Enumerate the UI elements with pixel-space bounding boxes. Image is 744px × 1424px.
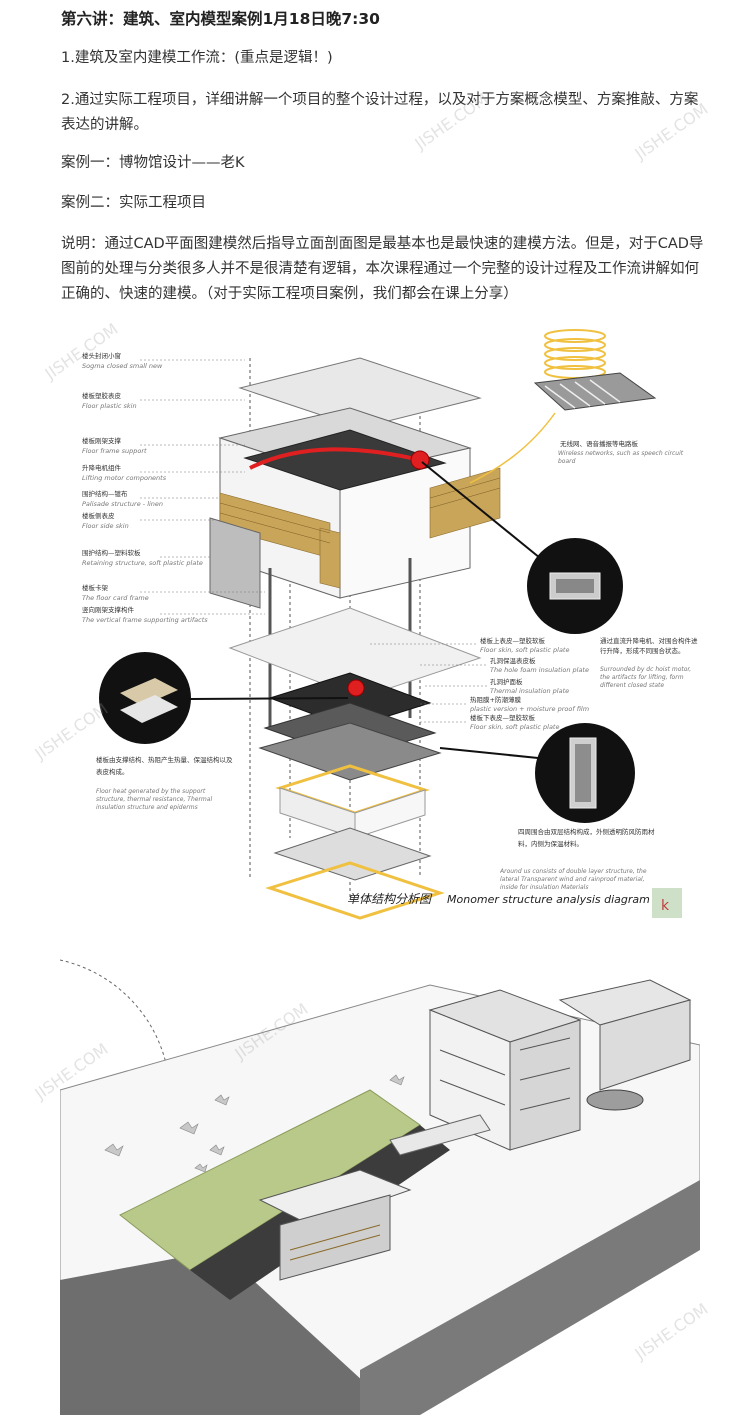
label-left-4: 升降电机组件: [82, 463, 122, 472]
museum-axonometric-rendering: [60, 950, 700, 1415]
label-left-5: 围护结构—镀布: [82, 489, 128, 498]
label-right-1-en: Floor skin, soft plastic plate: [480, 646, 569, 654]
label-left-7-en: Retaining structure, soft plastic plate: [82, 559, 203, 567]
callout-double-layer-en: Around us consists of double layer struc…: [500, 868, 647, 891]
diagram-caption-en: Monomer structure analysis diagram: [447, 893, 650, 906]
label-left-4-en: Lifting motor components: [82, 474, 167, 482]
label-left-3: 楼板刚架支撑: [82, 436, 122, 445]
label-right-2-en: The hole foam insulation plate: [490, 666, 589, 674]
label-left-7: 围护结构—塑料软板: [82, 548, 141, 557]
label-right-3-en: Thermal insulation plate: [490, 687, 569, 695]
label-left-1-en: Sogma closed small new: [82, 362, 163, 370]
label-left-8: 楼板卡架: [82, 583, 109, 592]
paragraph-case-one: 案例一：博物馆设计——老K: [61, 155, 245, 171]
callout-double-layer: 四周围合由双层结构构成，外侧透明防风防雨材料，内侧为保温材料。: [518, 828, 655, 848]
label-right-5-en: Floor skin, soft plastic plate: [470, 723, 559, 731]
label-left-6: 楼板侧表皮: [82, 511, 115, 520]
paragraph-project: 2.通过实际工程项目，详细讲解一个项目的整个设计过程，以及对于方案概念模型、方案…: [61, 92, 699, 133]
label-left-5-en: Palisade structure - linen: [82, 500, 163, 508]
label-left-9-en: The vertical frame supporting artifacts: [82, 616, 208, 624]
label-right-4: 热阻膜+防潮薄膜: [470, 695, 521, 704]
label-right-1: 楼板上表皮—塑胶软板: [480, 636, 546, 645]
paragraph-workflow: 1.建筑及室内建模工作流：(重点是逻辑！): [61, 50, 333, 66]
page-title: 第六讲：建筑、室内模型案例1月18日晚7:30: [61, 10, 380, 28]
callout-floor-heat: 楼板由支撑结构、热阻产生热量、保温结构以及表皮构成。: [96, 756, 233, 776]
label-left-9: 竖向刚架支撑构件: [82, 605, 135, 614]
label-left-1: 楼头封闭小窗: [82, 351, 121, 360]
paragraph-case-two: 案例二：实际工程项目: [61, 195, 206, 211]
label-left-8-en: The floor card frame: [82, 594, 149, 602]
label-right-4-en: plastic version + moisture proof film: [469, 705, 589, 713]
diagram-caption-cn: 单体结构分析图: [347, 892, 433, 906]
label-right-3: 孔洞护面板: [490, 677, 523, 686]
label-left-6-en: Floor side skin: [82, 522, 129, 530]
callout-circuit-board: 无线网、语音播报等电路板: [560, 439, 639, 448]
label-left-2: 楼板塑胶表皮: [82, 391, 122, 400]
label-left-2-en: Floor plastic skin: [82, 402, 137, 410]
label-right-2: 孔洞保温表皮板: [490, 656, 536, 665]
callout-lifting-motor: 通过直流升降电机、对围合构件进行升降，形成不同围合状态。: [600, 637, 698, 655]
callout-floor-heat-en: Floor heat generated by the support stru…: [96, 788, 213, 811]
paragraph-description: 说明：通过CAD平面图建模然后指导立面剖面图是最基本也是最快速的建模方法。但是，…: [61, 236, 704, 302]
callout-lifting-motor-en: Surrounded by dc hoist motor, the artifa…: [600, 666, 692, 689]
structure-analysis-diagram: 楼头封闭小窗 Sogma closed small new 楼板塑胶表皮 Flo…: [60, 318, 700, 944]
label-left-3-en: Floor frame support: [82, 447, 147, 455]
label-right-5: 楼板下表皮—塑胶软板: [470, 713, 536, 722]
callout-circuit-board-en: Wireless networks, such as speech circui…: [558, 450, 684, 465]
diagram-signature: k: [661, 898, 670, 914]
